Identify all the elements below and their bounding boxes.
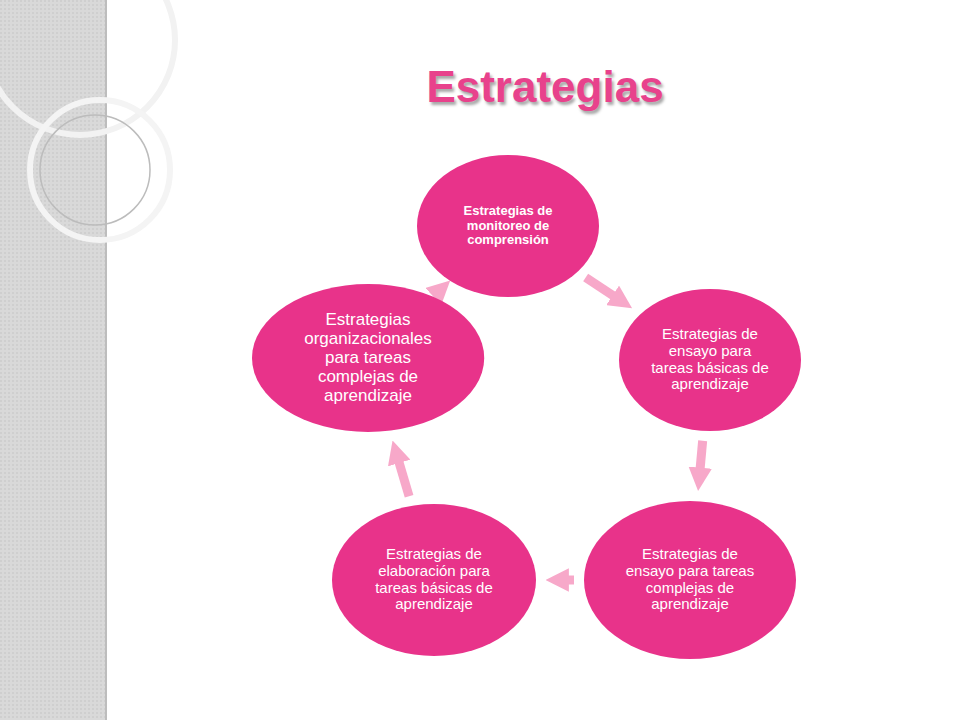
deco-ring (40, 115, 150, 225)
ellipse-fill (332, 504, 536, 656)
cycle-arrow (557, 576, 574, 585)
strategy-label: Estrategias de elaboración para tareas b… (369, 546, 499, 613)
strategy-label: Estrategias de ensayo para tareas comple… (621, 546, 759, 613)
strategy-label: Estrategias de ensayo para tareas básica… (649, 326, 771, 393)
slide-title: Estrategias (426, 62, 663, 112)
ellipse-fill (252, 284, 484, 432)
ellipse-fill (619, 289, 801, 431)
strategy-ellipse: Estrategias de monitoreo de comprensión (417, 155, 599, 297)
strategy-ellipse: Estrategias de ensayo para tareas comple… (584, 501, 796, 659)
deco-ring (0, 0, 175, 135)
text-holder: Estrategias de monitoreo de comprensión (452, 204, 564, 248)
deco-ring (30, 100, 170, 240)
strategy-ellipse: Estrategias de ensayo para tareas básica… (619, 289, 801, 431)
strategy-label: Estrategias de monitoreo de comprensión (452, 204, 564, 248)
cycle-arrow (440, 288, 441, 289)
ellipse-fill (584, 501, 796, 659)
strategy-ellipse: Estrategias de elaboración para tareas b… (332, 504, 536, 656)
text-holder: Estrategias de elaboración para tareas b… (369, 546, 499, 613)
cycle-arrow (396, 452, 409, 496)
ellipse-fill (417, 155, 599, 297)
cycle-arrow (586, 278, 623, 302)
strategy-ellipse: Estrategias organizacionales para tareas… (252, 284, 484, 432)
panel-edge (105, 0, 107, 720)
text-holder: Estrategias de ensayo para tareas básica… (649, 326, 771, 393)
text-holder: Estrategias de ensayo para tareas comple… (621, 546, 759, 613)
cycle-arrow (699, 441, 702, 479)
strategy-label: Estrategias organizacionales para tareas… (288, 310, 448, 405)
text-holder: Estrategias organizacionales para tareas… (288, 310, 448, 405)
